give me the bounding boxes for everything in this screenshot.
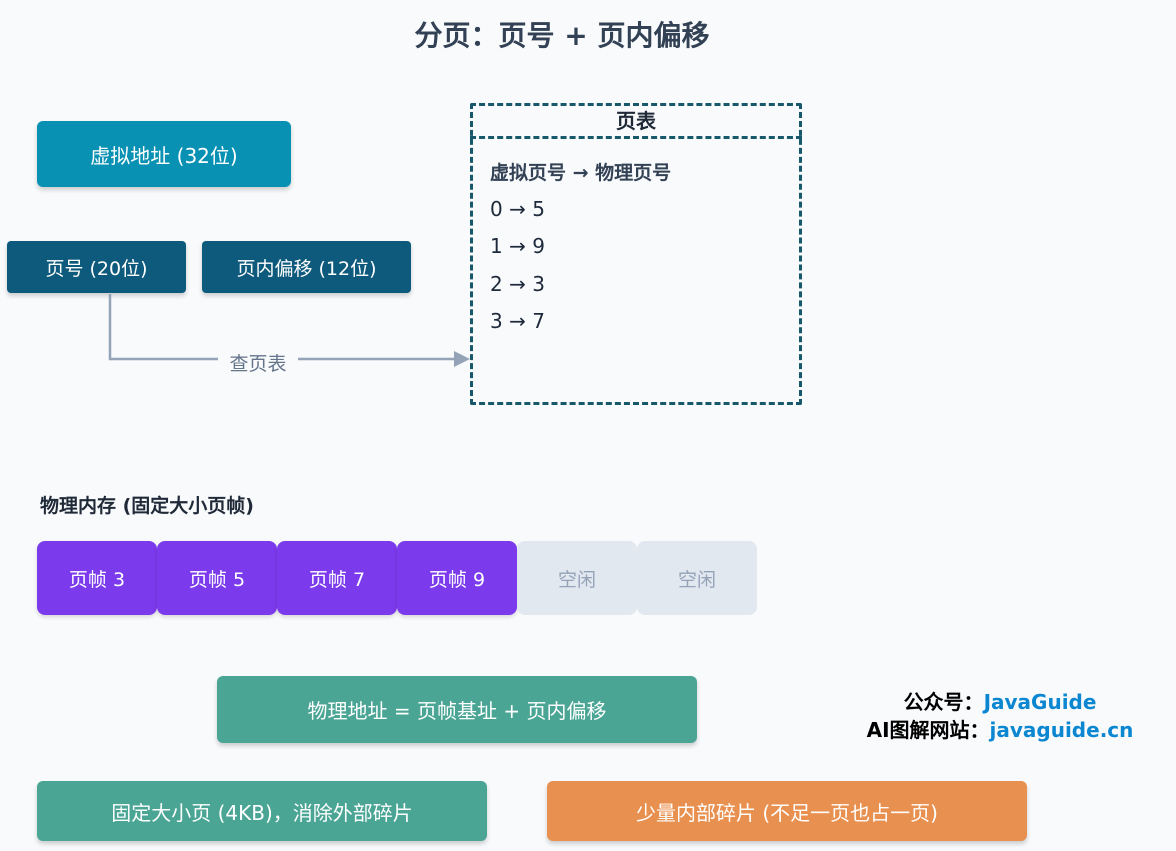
virtual-address-box: 虚拟地址 (32位) [37,121,291,187]
brand-line2-value[interactable]: javaguide.cn [989,718,1134,742]
formula-box: 物理地址 = 页帧基址 + 页内偏移 [217,676,697,743]
page-table-row: 0 → 5 [490,197,545,221]
frame-used: 页帧 5 [157,541,277,615]
page-table-header: 虚拟页号 → 物理页号 [490,162,672,184]
lookup-label: 查页表 [218,349,298,376]
fixed-page-note: 固定大小页 (4KB)，消除外部碎片 [37,781,487,841]
page-offset-box: 页内偏移 (12位) [202,241,411,293]
brand-line2-prefix: AI图解网站： [866,718,990,742]
memory-label: 物理内存 (固定大小页帧) [40,495,254,517]
frame-free: 空闲 [637,541,757,615]
frame-used: 页帧 9 [397,541,517,615]
page-table-row: 1 → 9 [490,234,545,258]
page-table-row: 3 → 7 [490,309,545,333]
internal-fragment-note: 少量内部碎片 (不足一页也占一页) [547,781,1027,841]
brand-line1-prefix: 公众号： [903,690,984,714]
frame-used: 页帧 7 [277,541,397,615]
frame-used: 页帧 3 [37,541,157,615]
page-title: 分页：页号 + 页内偏移 [414,19,710,52]
brand-watermark: 公众号：JavaGuide AI图解网站：javaguide.cn [840,688,1160,744]
brand-line1-value[interactable]: JavaGuide [983,690,1097,714]
page-table-row: 2 → 3 [490,272,545,296]
frame-free: 空闲 [517,541,637,615]
page-number-box: 页号 (20位) [7,241,186,293]
page-table [470,103,802,405]
page-table-title: 页表 [470,103,802,139]
